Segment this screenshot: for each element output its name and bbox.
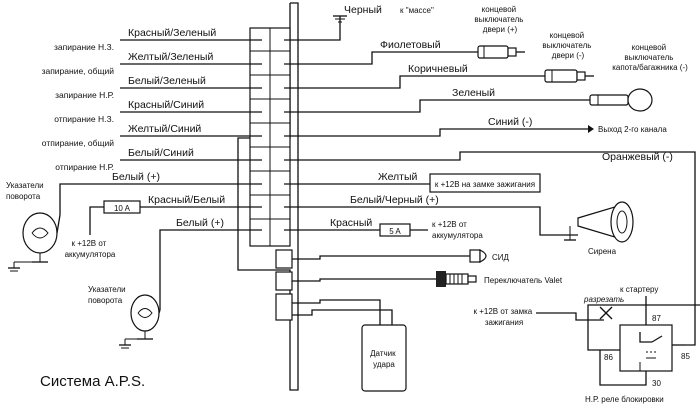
wire-label: Белый (+) — [176, 217, 224, 229]
hood-switch-icon — [589, 88, 653, 112]
wire-label-yellow: Желтый — [378, 171, 418, 183]
pin-30: 30 — [652, 379, 661, 388]
siren-icon — [564, 201, 634, 243]
fuse-left: 10 A — [103, 200, 141, 214]
relay-caption: Н.Р. реле блокировки — [585, 395, 664, 404]
wire-label: Красный/Синий — [128, 99, 204, 111]
wire-label-red: Красный — [330, 217, 372, 229]
wire-label: Красный/Белый — [148, 194, 225, 206]
system-title: Система A.P.S. — [40, 373, 145, 390]
left-function-labels: запирание Н.З. запирание, общий запирани… — [42, 42, 115, 172]
battery-left-label: к +12В от аккумулятора — [65, 239, 116, 259]
shock-sensor-label: Датчик удара — [370, 349, 398, 369]
wire-label: Белый/Синий — [128, 147, 194, 159]
wire-label: Красный/Зеленый — [128, 27, 216, 39]
right-wire-labels: Черный к "массе" Фиолетовый Коричневый З… — [330, 4, 673, 229]
siren-label: Сирена — [588, 247, 617, 256]
fuse-left-label: 10 A — [114, 204, 131, 213]
ignition-label: к +12В на замке зажигания — [435, 180, 535, 189]
turn-signals-top-label: Указатели поворота — [6, 181, 46, 201]
alarm-unit — [237, 2, 299, 391]
fuse-right: 5 A — [379, 223, 411, 237]
wire-label-orange: Оранжевый (-) — [602, 151, 673, 163]
door-switch-plus-icon — [477, 45, 525, 59]
pin-86: 86 — [604, 353, 613, 362]
wire-label: Белый (+) — [112, 171, 160, 183]
ignition-lock-label: к +12В от замка зажигания — [474, 307, 535, 327]
wire-label-black: Черный — [344, 4, 382, 16]
component-labels: концевой выключатель двери (+) концевой … — [6, 5, 690, 404]
battery-right-label: к +12В от аккумулятора — [432, 220, 483, 240]
turn-signals-bottom-label: Указатели поворота — [88, 285, 128, 305]
fuse-right-label: 5 A — [389, 227, 401, 236]
led-icon — [469, 249, 487, 263]
door-switch-plus-label: концевой выключатель двери (+) — [474, 5, 525, 34]
valet-switch-icon — [436, 271, 477, 287]
led-label: СИД — [492, 253, 510, 262]
wire-label-violet: Фиолетовый — [380, 39, 441, 51]
wire-label-blue: Синий (-) — [488, 116, 532, 128]
hood-switch-label: концевой выключатель капота/багажника (-… — [612, 43, 688, 72]
ignition-box: к +12В на замке зажигания — [429, 173, 541, 193]
func-label: запирание, общий — [42, 66, 115, 76]
cut-label: разрезать — [583, 295, 624, 304]
left-wire-labels: Красный/Зеленый Желтый/Зеленый Белый/Зел… — [112, 27, 225, 229]
wire-label-white-black: Белый/Черный (+) — [350, 194, 439, 206]
func-label: запирание Н.З. — [54, 42, 114, 52]
wire-label: Желтый/Синий — [128, 123, 201, 135]
valet-label: Переключатель Valet — [484, 276, 563, 285]
ground-label: к "массе" — [400, 6, 434, 15]
right-wires — [284, 16, 696, 346]
func-label: отпирание, общий — [42, 138, 114, 148]
channel2-label: Выход 2-го канала — [598, 125, 667, 134]
pin-85: 85 — [681, 352, 690, 361]
wire-label: Желтый/Зеленый — [128, 51, 213, 63]
func-label: запирание Н.Р. — [55, 90, 114, 100]
func-label: отпирание Н.З. — [54, 114, 114, 124]
bulb-icon-bottom — [119, 294, 161, 349]
door-switch-minus-label: концевой выключатель двери (-) — [542, 31, 593, 60]
left-wires — [59, 39, 262, 310]
arrow-icon — [588, 125, 594, 133]
to-starter-label: к стартеру — [620, 285, 658, 294]
wire-label-green: Зеленый — [452, 87, 495, 99]
func-label: отпирание Н.Р. — [55, 162, 114, 172]
ground-icon — [333, 15, 347, 23]
wire-label-brown: Коричневый — [408, 63, 468, 75]
bulb-icon-top — [8, 212, 61, 272]
shock-sensor — [361, 324, 407, 392]
pin-87: 87 — [652, 314, 661, 323]
door-switch-minus-icon — [544, 69, 594, 83]
blocking-relay — [536, 296, 700, 386]
wire-label: Белый/Зеленый — [128, 75, 206, 87]
